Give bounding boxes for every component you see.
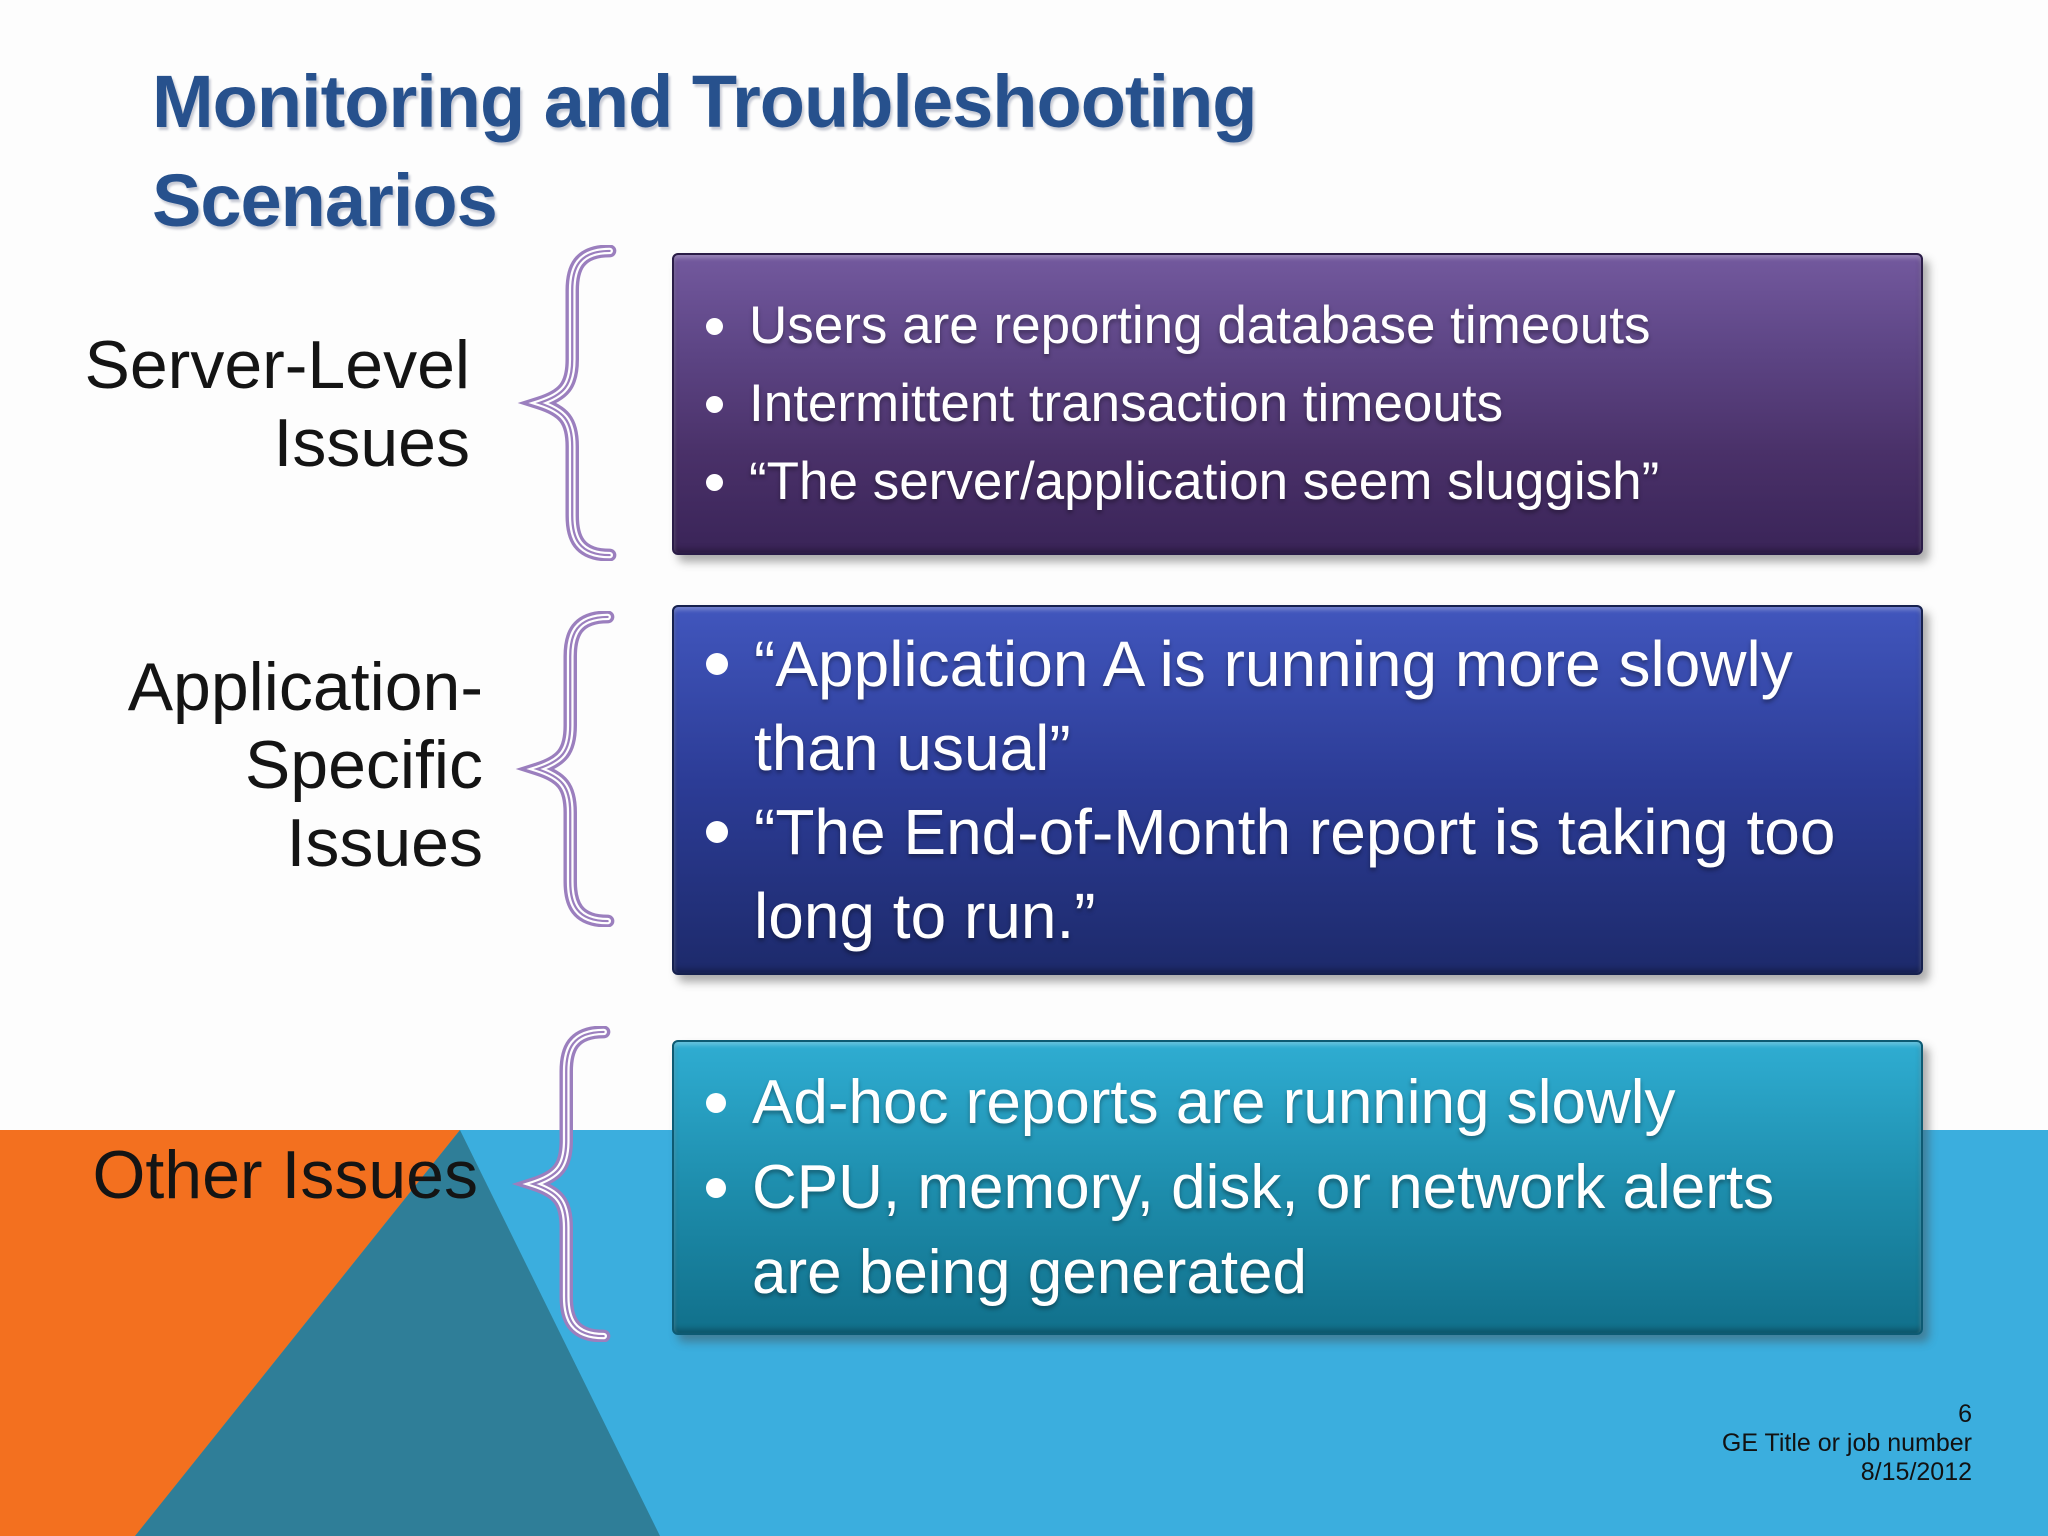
slide-title: Monitoring and Troubleshooting Scenarios: [152, 60, 1258, 242]
bullet-dot: [706, 821, 728, 843]
bullet-dot: [706, 1093, 726, 1113]
bullet-dot: [706, 318, 723, 335]
bullet-dot: [706, 1178, 726, 1198]
bullet-text: “The End-of-Month report is taking too l…: [754, 796, 1836, 952]
bullet-dot: [706, 653, 728, 675]
other-issues-box: Ad-hoc reports are running slowly CPU, m…: [672, 1040, 1923, 1335]
left-brace-icon: [517, 245, 617, 561]
label-other-issues: Other Issues: [92, 1137, 479, 1213]
left-brace-icon: [515, 611, 615, 927]
bullet-text: “Application A is running more slowly th…: [754, 628, 1793, 784]
server-level-issues-box: Users are reporting database timeouts In…: [672, 253, 1923, 555]
bullet-item: Users are reporting database timeouts: [706, 287, 1897, 365]
footer-date: 8/15/2012: [1860, 1458, 1972, 1486]
footer-title: GE Title or job number: [1721, 1429, 1972, 1457]
bullet-dot: [706, 396, 723, 413]
application-specific-issues-box: “Application A is running more slowly th…: [672, 605, 1923, 975]
bullet-item: “The End-of-Month report is taking too l…: [706, 790, 1897, 958]
bullet-dot: [706, 474, 723, 491]
bullet-item: “The server/application seem sluggish”: [706, 443, 1897, 521]
left-brace-icon: [511, 1026, 611, 1342]
bullet-text: Intermittent transaction timeouts: [749, 374, 1504, 433]
bullet-text: Ad-hoc reports are running slowly: [752, 1068, 1676, 1137]
bullet-item: Intermittent transaction timeouts: [706, 365, 1897, 443]
slide-footer: 6 GE Title or job number 8/15/2012: [1722, 1400, 1972, 1487]
page-number: 6: [1958, 1400, 1972, 1428]
bullet-text: “The server/application seem sluggish”: [749, 452, 1660, 511]
bullet-item: CPU, memory, disk, or network alerts are…: [706, 1145, 1897, 1315]
label-application-specific-issues: Application- Specific Issues: [127, 649, 483, 881]
label-server-level-issues: Server-Level Issues: [84, 327, 471, 481]
bullet-text: CPU, memory, disk, or network alerts are…: [752, 1153, 1775, 1307]
bullet-item: Ad-hoc reports are running slowly: [706, 1060, 1897, 1145]
bullet-item: “Application A is running more slowly th…: [706, 622, 1897, 790]
bullet-text: Users are reporting database timeouts: [749, 296, 1651, 355]
